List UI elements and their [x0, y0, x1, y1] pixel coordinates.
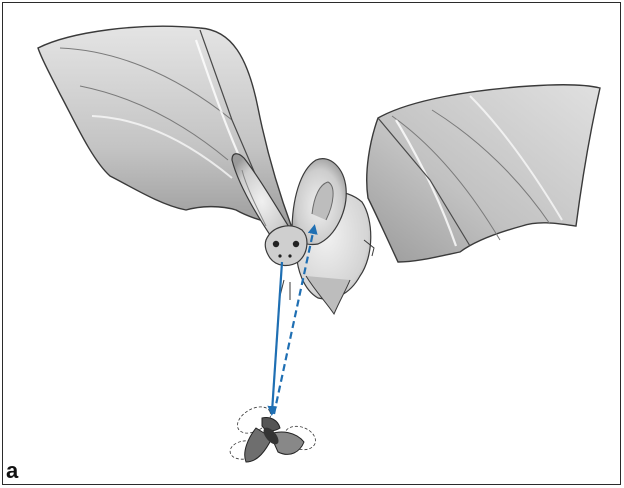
bat-right-wing	[367, 85, 600, 262]
panel-label: a	[6, 458, 18, 484]
bat-eye-icon	[293, 241, 299, 247]
bat-eye-icon	[273, 241, 279, 247]
bat-head	[265, 226, 307, 266]
emitted-call-arrow	[272, 262, 282, 412]
